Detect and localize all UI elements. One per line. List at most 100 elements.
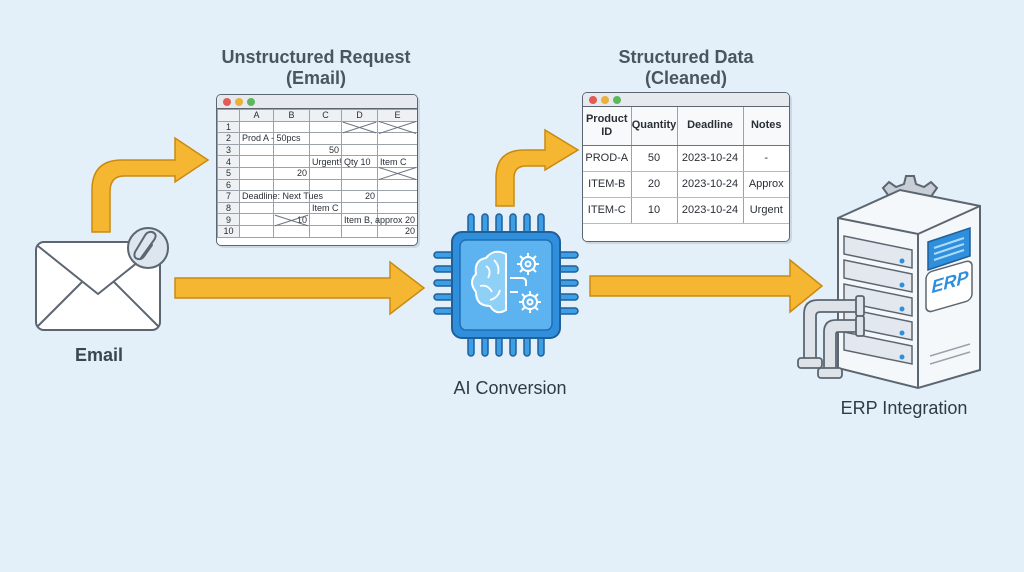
structured-cell: ITEM-B xyxy=(583,171,632,198)
sheet-cell xyxy=(377,178,417,192)
structured-cell: 2023-10-24 xyxy=(677,171,744,198)
sheet-cell xyxy=(239,155,274,168)
sheet-cell: Item B, approx 20 xyxy=(341,213,415,226)
sheet-cell xyxy=(309,132,342,145)
sheet-col-header: C xyxy=(309,109,342,122)
sheet-cell xyxy=(273,224,310,238)
structured-window: Product ID Quantity Deadline Notes PROD-… xyxy=(582,92,790,242)
sheet-cell xyxy=(377,201,417,215)
header-quantity: Quantity xyxy=(631,107,678,146)
maximize-dot[interactable] xyxy=(613,96,621,104)
close-dot[interactable] xyxy=(589,96,597,104)
sheet-row: 5 20 xyxy=(217,166,417,180)
sheet-cell xyxy=(239,143,274,157)
sheet-cell xyxy=(309,120,342,134)
email-icon xyxy=(35,227,169,331)
sheet-cell xyxy=(341,132,378,145)
sheet-cell xyxy=(239,178,274,192)
header-product-id: Product ID xyxy=(583,107,632,146)
sheet-row: 10 20 xyxy=(217,224,417,238)
structured-cell: 50 xyxy=(631,145,678,172)
structured-title: Structured Data (Cleaned) xyxy=(618,47,754,88)
header-deadline: Deadline xyxy=(677,107,744,146)
sheet-cell: 50 xyxy=(309,143,342,157)
ai-label: AI Conversion xyxy=(453,378,567,398)
sheet-col-header xyxy=(217,109,240,122)
sheet-col-header: E xyxy=(377,109,417,122)
sheet-cell xyxy=(309,178,342,192)
erp-integration-label: ERP Integration xyxy=(840,398,968,418)
sheet-cell xyxy=(273,178,310,192)
arrow-email-to-ai xyxy=(174,260,426,316)
sheet-cell xyxy=(341,201,378,215)
structured-cell: 10 xyxy=(631,197,678,224)
sheet-cell: Deadline: Next Tues xyxy=(239,190,323,203)
sheet-cell xyxy=(341,143,378,157)
sheet-cell xyxy=(309,213,342,226)
sheet-cell: 20 xyxy=(273,166,310,180)
sheet-col-header: A xyxy=(239,109,274,122)
sheet-header-row: A B C D E xyxy=(217,109,417,122)
sheet-row-number: 5 xyxy=(217,166,240,180)
sheet-cell xyxy=(273,143,310,157)
structured-cell: PROD-A xyxy=(583,145,632,172)
sheet-row: 1 xyxy=(217,120,417,134)
sheet-cell xyxy=(377,120,417,134)
sheet-row: 9 10 Item B, approx 20 xyxy=(217,213,417,226)
sheet-row-number: 1 xyxy=(217,120,240,134)
minimize-dot[interactable] xyxy=(601,96,609,104)
unstructured-title: Unstructured Request (Email) xyxy=(221,47,411,88)
sheet-cell xyxy=(377,132,417,145)
arrow-ai-to-erp xyxy=(589,258,824,314)
sheet-row-number: 4 xyxy=(217,155,240,168)
sheet-cell xyxy=(273,190,310,203)
structured-cell: Approx xyxy=(743,171,789,198)
sheet-cell: Qty 10 xyxy=(341,155,378,168)
maximize-dot[interactable] xyxy=(247,98,255,106)
sheet-col-header: D xyxy=(341,109,378,122)
arrow-email-to-sheet xyxy=(91,136,210,233)
sheet-cell xyxy=(273,155,310,168)
sheet-cell: 10 xyxy=(273,213,310,226)
sheet-cell: Urgent! xyxy=(309,155,342,168)
sheet-cell xyxy=(239,166,274,180)
sheet-cell xyxy=(273,132,310,145)
sheet-row-number: 6 xyxy=(217,178,240,192)
minimize-dot[interactable] xyxy=(235,98,243,106)
close-dot[interactable] xyxy=(223,98,231,106)
structured-cell: 2023-10-24 xyxy=(677,145,744,172)
sheet-col-header: B xyxy=(273,109,310,122)
window-titlebar xyxy=(583,93,789,107)
sheet-cell xyxy=(273,120,310,134)
sheet-row-number: 9 xyxy=(217,213,240,226)
sheet-cell: 20 xyxy=(377,224,417,238)
sheet-cell xyxy=(239,201,274,215)
window-titlebar xyxy=(217,95,417,109)
ai-chip-icon xyxy=(433,213,579,357)
sheet-row-number: 10 xyxy=(217,224,240,238)
sheet-cell xyxy=(377,166,417,180)
structured-cell: Urgent xyxy=(743,197,789,224)
structured-cell: 20 xyxy=(631,171,678,198)
erp-server-icon xyxy=(797,175,981,390)
sheet-cell xyxy=(341,178,378,192)
sheet-cell xyxy=(341,120,378,134)
structured-cell: ITEM-C xyxy=(583,197,632,224)
sheet-cell xyxy=(239,224,274,238)
arrow-ai-to-structured xyxy=(495,128,580,207)
sheet-row-number: 2 xyxy=(217,132,240,145)
structured-cell: - xyxy=(743,145,789,172)
sheet-cell xyxy=(309,190,342,203)
sheet-cell: Item C xyxy=(309,201,342,215)
sheet-cell xyxy=(309,224,342,238)
